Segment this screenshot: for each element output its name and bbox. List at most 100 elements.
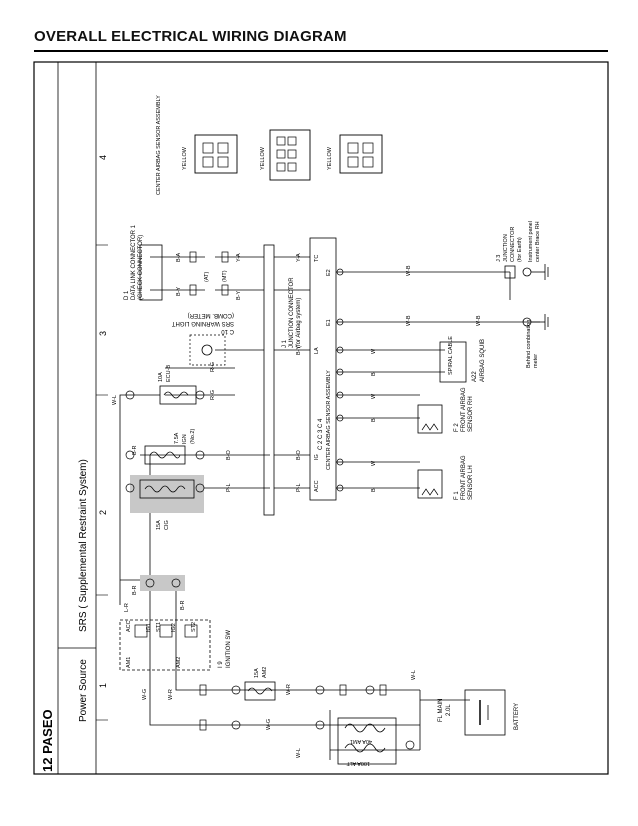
- st1-terminal-label: ST1: [156, 622, 162, 632]
- spiral-cable: SPIRAL CABLE A22 AIRBAG SQUIB: [439, 336, 486, 383]
- terminal-mt: (MT): [222, 270, 228, 282]
- front-rh-code-label: F 2: [454, 423, 460, 432]
- fuse-cig-label: CIG: [164, 520, 170, 530]
- terminal-e2: E2: [326, 269, 332, 276]
- ground-1-label: Instrument panel: [528, 221, 534, 262]
- terminal-e1: E1: [326, 319, 332, 326]
- j3-sub-label: CONNECTOR: [510, 227, 516, 262]
- wire-label-ba: B-A: [176, 253, 182, 263]
- ig2-terminal-label: IG2: [171, 623, 177, 632]
- wire-label-by-2: B-Y: [296, 346, 302, 356]
- fuse-am2-amp-label: 15A: [254, 668, 260, 678]
- title-rule: [34, 50, 608, 52]
- ground-2b-label: meter: [533, 354, 539, 368]
- grid-number-2: 2: [98, 510, 108, 515]
- ground-1b-label: center Brace RH: [535, 221, 541, 262]
- fuse-ign-label: IGN: [182, 434, 188, 444]
- spiral-label: SPIRAL CABLE: [448, 336, 454, 375]
- ignition-label: IGNITION SW: [226, 630, 232, 668]
- power-source-label: Power Source: [78, 659, 89, 722]
- data-link-connector: D 1 DATA LINK CONNECTOR 1 (CHECK CONNECT…: [124, 224, 163, 301]
- grid-numbers: 1 2 3 4: [96, 155, 108, 721]
- wire-label-br-1: B-R: [180, 601, 186, 611]
- wire-label-lr: L-R: [124, 603, 130, 612]
- front-rh-sub-label: SENSOR RH: [468, 396, 474, 432]
- acc-terminal-label: ACC: [126, 620, 132, 632]
- am2-terminal-label: AM2: [176, 657, 182, 668]
- front-lh-code-label: F 1: [454, 491, 460, 500]
- sensor-codes-label: C 2 C 3 C 4: [318, 418, 324, 450]
- connector-highlight: [140, 575, 185, 591]
- dlc-code-label: D 1: [124, 290, 130, 300]
- wire-label-bo-2: B-O: [296, 450, 302, 461]
- ignition-switch: I 9 IGNITION SW AM1 AM2 ACC IG1 IG2 ST1 …: [119, 619, 232, 671]
- wire-label-w-3: W: [371, 460, 377, 466]
- wire-label-pl-1: P-L: [226, 483, 232, 492]
- fusible-alt-label: 100A ALT: [346, 760, 370, 766]
- wire-label-by-1: B-Y: [236, 291, 242, 301]
- wire-label-bo-1: B-O: [226, 450, 232, 461]
- srs-light-label: SRS WARNING LIGHT: [172, 320, 234, 326]
- terminal-tc: TC: [314, 255, 320, 262]
- diagram-frame: [33, 61, 609, 775]
- fuse-am2-label: AM2: [262, 667, 268, 678]
- srs-light-code-label: C 10: [221, 328, 234, 334]
- wire-label-wg-2: W-G: [266, 719, 272, 730]
- wire-label-w-2: W: [371, 393, 377, 399]
- front-lh-label: FRONT AIRBAG: [461, 455, 467, 500]
- ground-points: J 3 JUNCTION CONNECTOR (for Earth) Instr…: [496, 221, 549, 368]
- wire-label-ya-1: Y-A: [236, 253, 242, 262]
- wire-label-rg-1: R-G: [210, 390, 216, 400]
- connector-markers: [125, 251, 415, 750]
- center-sensor-title-label: CENTER AIRBAG SENSOR ASSEMBLY: [156, 95, 162, 195]
- fuses: 15A AM2 15A CIG 7.5A IGN (No.2) 10A ECU-…: [130, 365, 276, 701]
- fuse-ecu-label: ECU-B: [166, 365, 172, 382]
- sensor-label: CENTER AIRBAG SENSOR ASSEMBLY: [326, 370, 332, 470]
- grid-number-4: 4: [98, 155, 108, 160]
- terminal-la: LA: [314, 347, 320, 354]
- ignition-code-label: I 9: [218, 661, 224, 668]
- connector-faces: CENTER AIRBAG SENSOR ASSEMBLY YELLOW YEL…: [156, 95, 383, 195]
- front-airbag-sensor-lh: F 1 FRONT AIRBAG SENSOR LH: [417, 455, 474, 500]
- srs-warning-light: C 10 SRS WARNING LIGHT (COMB. METER): [172, 312, 234, 366]
- wire-label-wr-1: W-R: [168, 689, 174, 700]
- spiral-sub-label: AIRBAG SQUIB: [480, 339, 486, 382]
- srs-section-label: SRS ( Supplemental Restraint System): [78, 459, 89, 632]
- fl-main-label: FL MAIN: [438, 699, 444, 722]
- terminal-at: (AT): [204, 272, 210, 282]
- fuse-cig-amp-label: 15A: [156, 520, 162, 530]
- terminal-acc: ACC: [314, 480, 320, 492]
- wire-label-rg-2: R-G: [210, 362, 216, 372]
- dlc-note-label: (CHECK CONNECTOR): [138, 235, 144, 300]
- wire-label-wl-2: W-L: [411, 670, 417, 680]
- front-lh-sub-label: SENSOR LH: [468, 465, 474, 500]
- fuse-ecu-amp-label: 10A: [158, 372, 164, 382]
- wire-label-b-1: B: [371, 372, 377, 376]
- grid-number-3: 3: [98, 331, 108, 336]
- fusible-links: 100A ALT 40A AM1: [337, 717, 397, 766]
- connector-c4-color: YELLOW: [327, 146, 333, 170]
- connector-c3-color: YELLOW: [260, 146, 266, 170]
- st2-terminal-label: ST2: [191, 622, 197, 632]
- fuse-ign-amp-label: 7.5A: [174, 432, 180, 444]
- wire-label-b-3: B: [371, 488, 377, 492]
- j3-code-label: J 3: [496, 255, 502, 262]
- wire-label-wb-1: W-B: [406, 265, 412, 276]
- page-model-label: 12 PASEO: [40, 709, 55, 772]
- wire-label-pl-2: P-L: [296, 483, 302, 492]
- junction-label: JUNCTION CONNECTOR: [289, 277, 295, 348]
- dlc-label: DATA LINK CONNECTOR 1: [131, 224, 137, 300]
- wire-label-wb-2: W-B: [476, 315, 482, 326]
- wire-label-ya-2: Y-A: [296, 253, 302, 262]
- wire-label-br-2: B-R: [132, 586, 138, 596]
- j3-label: JUNCTION: [503, 234, 509, 262]
- center-airbag-sensor: C 2 C 3 C 4 CENTER AIRBAG SENSOR ASSEMBL…: [309, 237, 337, 501]
- fusible-am1-label: 40A AM1: [350, 738, 372, 744]
- wire-label-wr-2: W-R: [286, 684, 292, 695]
- grid-number-1: 1: [98, 683, 108, 688]
- wire-label-wl-3: W-L: [112, 395, 118, 405]
- wire-label-wg-1: W-G: [142, 689, 148, 700]
- fl-main-size-label: 2.0L: [446, 704, 452, 716]
- srs-light-note-label: (COMB. METER): [188, 312, 234, 318]
